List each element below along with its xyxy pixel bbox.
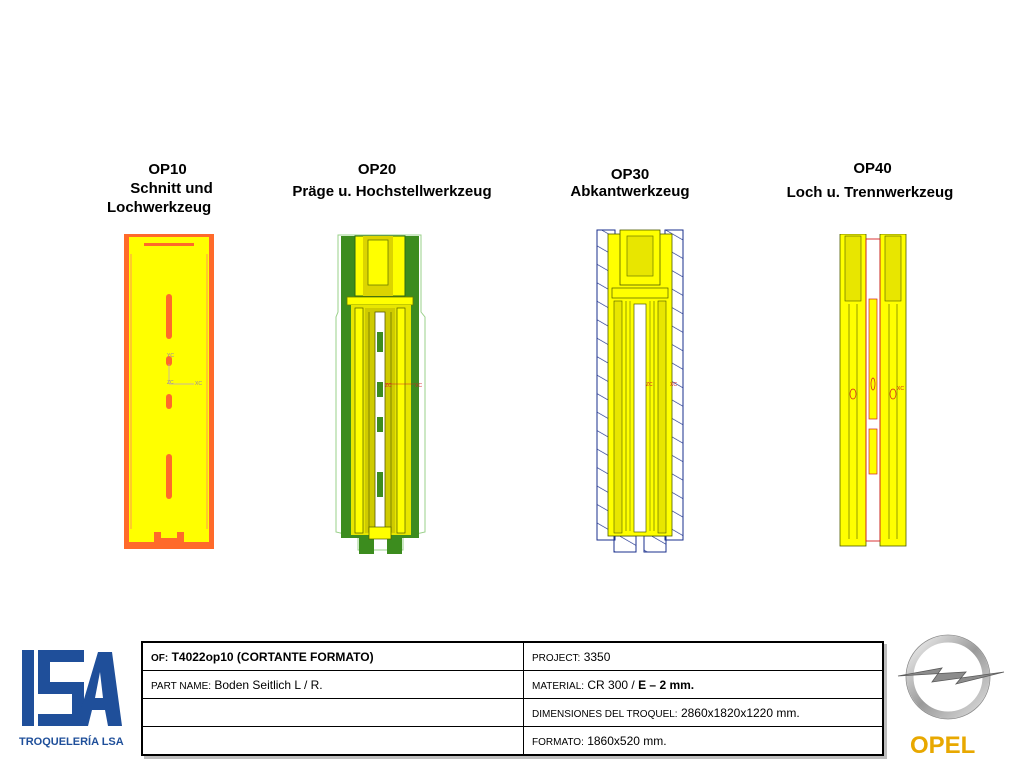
op30-desc: Abkantwerkzeug <box>570 183 690 200</box>
format-label: FORMATO: <box>532 736 584 748</box>
empty-cell <box>141 698 524 727</box>
table-row: PART NAME: Boden Seitlich L / R. MATERIA… <box>141 670 884 699</box>
format-value: 1860x520 mm. <box>587 733 667 748</box>
material-label: MATERIAL: <box>532 680 585 692</box>
material-thickness: E – 2 mm. <box>638 677 695 692</box>
table-row: FORMATO: 1860x520 mm. <box>141 726 884 756</box>
op10-drawing: YC ZC XC <box>124 234 214 549</box>
part-name-cell: PART NAME: Boden Seitlich L / R. <box>141 670 524 699</box>
part-name-label: PART NAME: <box>151 680 212 692</box>
material-value: CR 300 <box>587 677 629 692</box>
material-cell: MATERIAL: CR 300 / E – 2 mm. <box>523 670 884 699</box>
svg-text:ZC: ZC <box>385 383 392 389</box>
op20-title: OP20 Präge u. Hochstellwerkzeug <box>272 160 512 201</box>
svg-text:XC: XC <box>670 382 677 388</box>
empty-cell <box>141 726 524 756</box>
lsa-logo: TROQUELERÍA LSA <box>18 648 128 753</box>
of-label: OF: <box>151 652 169 664</box>
op10-code: OP10 <box>148 161 187 178</box>
project-label: PROJECT: <box>532 652 581 664</box>
axis-zc-label: ZC <box>167 380 174 386</box>
op30-drawing: ZC XC <box>594 226 686 554</box>
of-cell: OF: T4022op10 (CORTANTE FORMATO) <box>141 641 524 671</box>
part-name-value: Boden Seitlich L / R. <box>214 677 323 692</box>
svg-text:XC: XC <box>897 386 904 392</box>
project-cell: PROJECT: 3350 <box>523 641 884 671</box>
op40-desc: Loch u. Trennwerkzeug <box>786 184 954 201</box>
op40-drawing: XC <box>837 234 909 550</box>
project-value: 3350 <box>583 649 611 664</box>
op30-code: OP30 <box>610 166 650 183</box>
material-separator: / <box>628 677 639 692</box>
op40-title: OP40 Loch u. Trennwerkzeug <box>765 159 975 202</box>
of-value: T4022op10 (CORTANTE FORMATO) <box>171 649 374 664</box>
op10-title: OP10 Schnitt und Lochwerkzeug <box>100 160 235 217</box>
op10-desc-line1: Schnitt und <box>130 180 213 197</box>
axis-xc-label: XC <box>195 381 202 387</box>
lsa-logo-text: TROQUELERÍA LSA <box>19 735 124 748</box>
op40-code: OP40 <box>853 160 892 177</box>
opel-logo-text: OPEL <box>910 732 975 759</box>
dimensions-value: 2860x1820x1220 mm. <box>680 705 800 720</box>
table-row: OF: T4022op10 (CORTANTE FORMATO) PROJECT… <box>141 641 884 671</box>
dimensions-label: DIMENSIONES DEL TROQUEL: <box>532 708 678 720</box>
dimensions-cell: DIMENSIONES DEL TROQUEL: 2860x1820x1220 … <box>523 698 884 727</box>
svg-text:XC: XC <box>415 383 422 389</box>
op20-desc: Präge u. Hochstellwerkzeug <box>292 183 492 200</box>
format-cell: FORMATO: 1860x520 mm. <box>523 726 884 756</box>
axis-yc-label: YC <box>167 353 174 359</box>
op30-title: OP30 Abkantwerkzeug <box>555 166 705 200</box>
opel-logo: OPEL <box>896 632 1012 765</box>
op20-drawing: ZC XC <box>333 232 428 557</box>
op10-desc-line2: Lochwerkzeug <box>107 199 212 216</box>
table-row: DIMENSIONES DEL TROQUEL: 2860x1820x1220 … <box>141 698 884 727</box>
info-table: OF: T4022op10 (CORTANTE FORMATO) PROJECT… <box>141 641 884 756</box>
op20-code: OP20 <box>357 161 397 178</box>
svg-text:ZC: ZC <box>646 382 653 388</box>
